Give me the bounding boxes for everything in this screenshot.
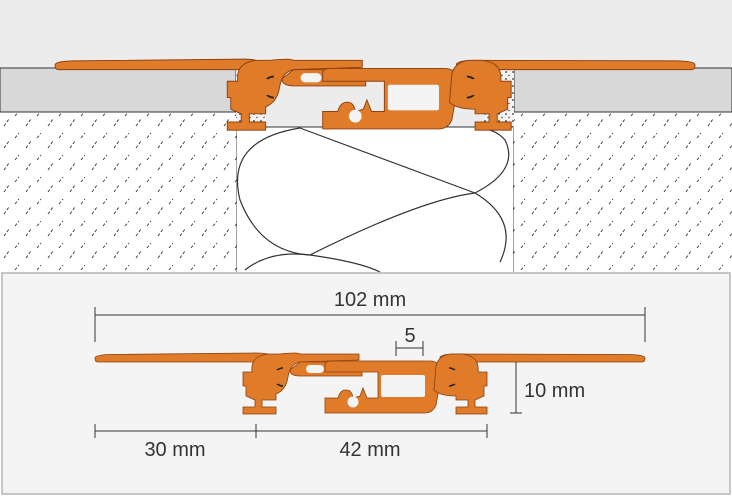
height-label: 10 mm bbox=[524, 380, 585, 402]
dimension-panel: 102 mm 5 10 mm 30 mm 42 mm bbox=[1, 272, 731, 495]
installed-section bbox=[0, 0, 732, 273]
tile-left bbox=[0, 67, 237, 113]
overall-width-label: 102 mm bbox=[334, 289, 406, 311]
screed-right bbox=[513, 112, 732, 272]
insulation-gap bbox=[237, 127, 513, 272]
tile-right bbox=[513, 67, 732, 113]
flange-width-label: 30 mm bbox=[144, 439, 205, 461]
insulation-loops bbox=[236, 127, 510, 273]
body-width-label: 42 mm bbox=[339, 439, 400, 461]
screed-left bbox=[0, 112, 237, 272]
gap-label: 5 bbox=[404, 325, 415, 347]
